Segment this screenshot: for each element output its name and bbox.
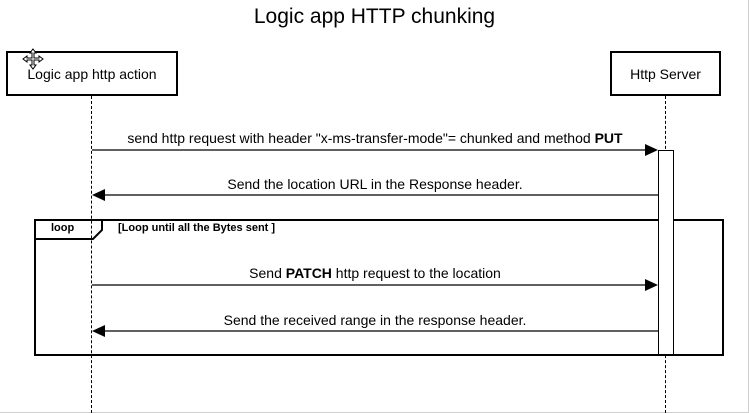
move-cursor-icon (22, 48, 44, 70)
loop-frame[interactable] (34, 219, 724, 356)
participant-http-server[interactable]: Http Server (610, 51, 721, 96)
message-label-3: Send PATCH http request to the location (249, 265, 501, 281)
message-label-4: Send the received range in the response … (223, 312, 527, 328)
message-arrowhead-4 (92, 325, 105, 337)
participant-logic-app-label: Logic app http action (27, 65, 157, 82)
message-label-1: send http request with header "x-ms-tran… (127, 130, 623, 146)
message-arrowhead-1 (645, 144, 658, 156)
message-arrowhead-2 (92, 189, 105, 201)
diagram-title: Logic app HTTP chunking (253, 5, 496, 28)
participant-http-server-label: Http Server (630, 65, 701, 82)
lifeline-logic-app (91, 96, 92, 413)
loop-label: loop (51, 222, 75, 234)
message-arrowhead-3 (645, 279, 658, 291)
loop-guard: [Loop until all the Bytes sent ] (118, 222, 276, 234)
activation-bar-http-server (658, 150, 674, 355)
message-label-2: Send the location URL in the Response he… (227, 176, 523, 192)
